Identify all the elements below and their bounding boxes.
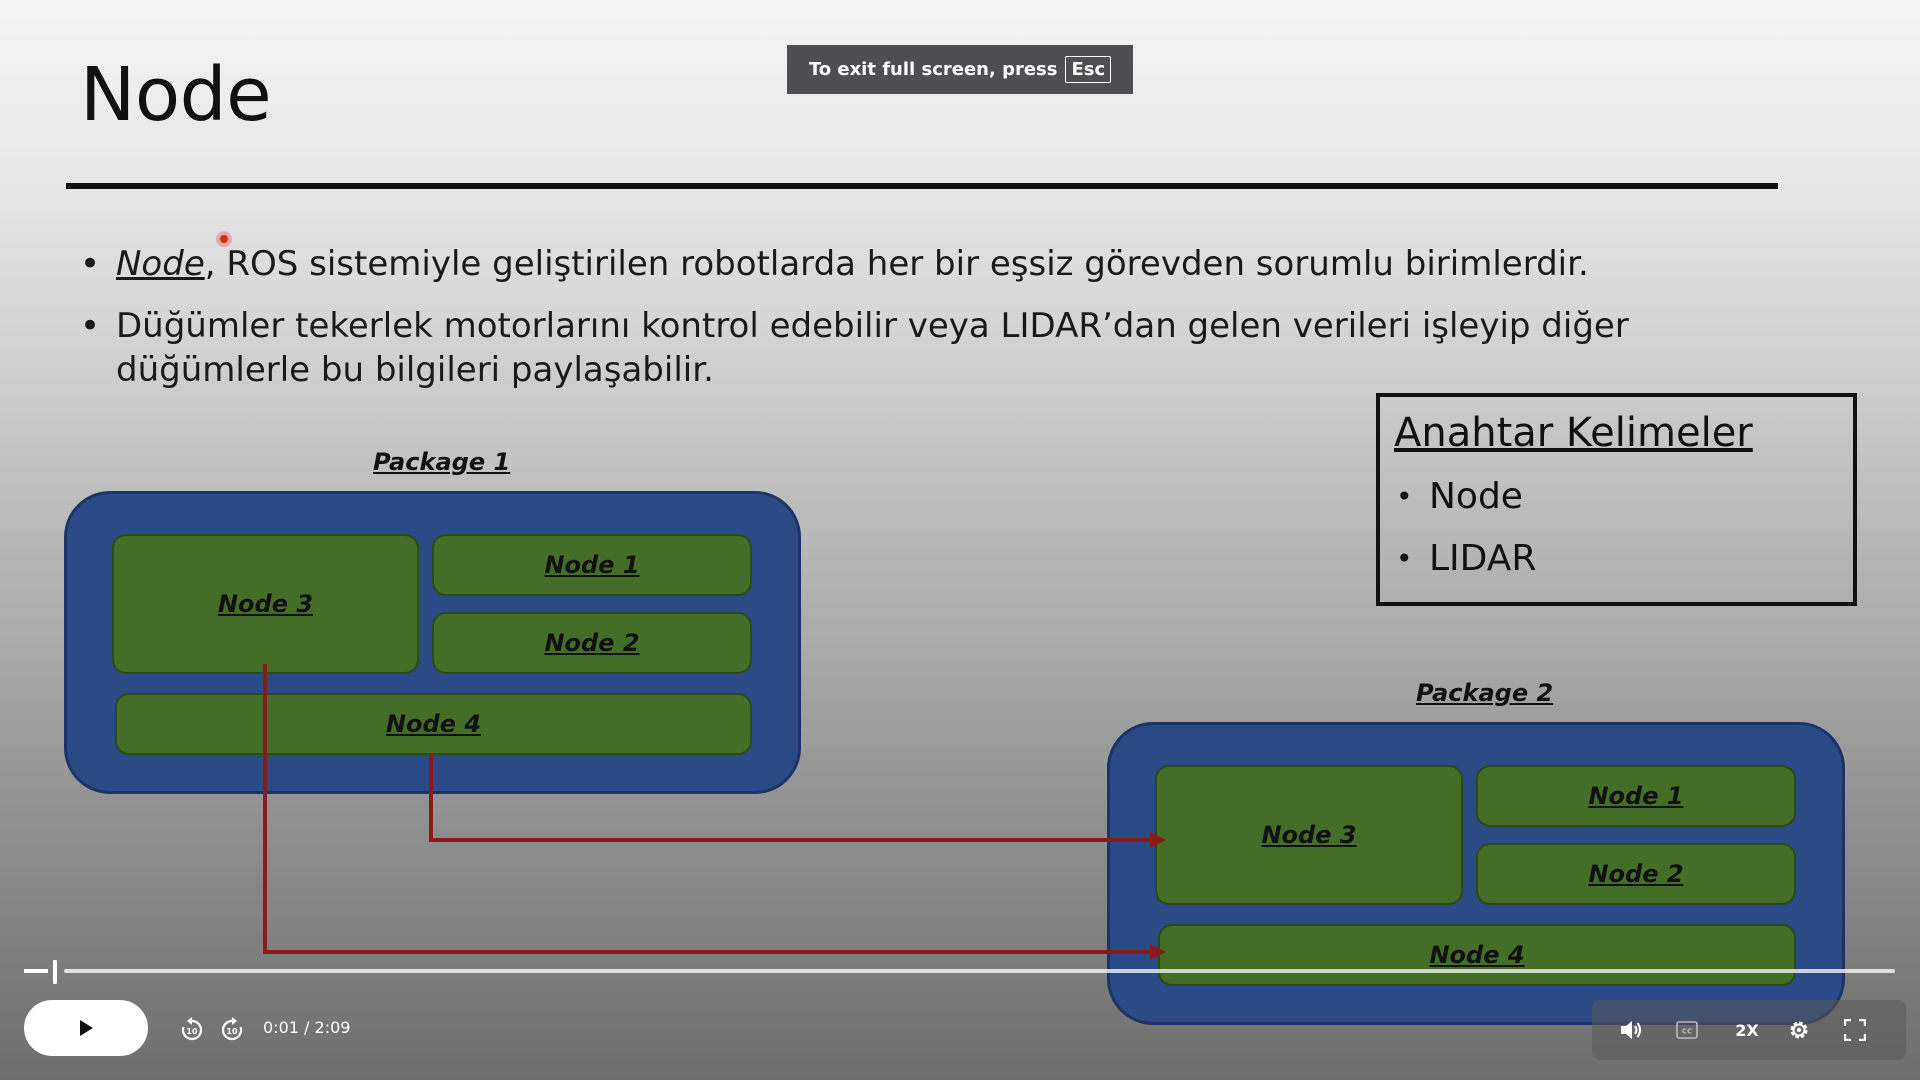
fullscreen-toast: To exit full screen, press Esc: [787, 45, 1133, 94]
node-label: Node 4: [1429, 941, 1525, 969]
speed-label: 2X: [1735, 1020, 1759, 1040]
package-2-label: Package 2: [1416, 679, 1554, 707]
progress-played[interactable]: [24, 969, 48, 973]
rewind-10-icon: 10: [181, 1017, 203, 1041]
svg-text:CC: CC: [1682, 1028, 1692, 1036]
package-1-label: Package 1: [373, 448, 511, 476]
esc-key-badge: Esc: [1065, 56, 1112, 83]
volume-button[interactable]: [1616, 1016, 1646, 1044]
captions-button[interactable]: CC: [1672, 1016, 1702, 1044]
keyword-item: • LIDAR: [1394, 537, 1839, 581]
progress-track[interactable]: [64, 969, 1895, 973]
bullet-item: • Düğümler tekerlek motorlarını kontrol …: [78, 304, 1818, 392]
fullscreen-exit-button[interactable]: [1840, 1016, 1870, 1044]
package-1-node-1: Node 1: [432, 534, 752, 596]
progress-handle[interactable]: [53, 960, 57, 984]
bullet-glyph: •: [80, 306, 101, 346]
playback-speed-button[interactable]: 2X: [1726, 1016, 1768, 1044]
captions-icon: CC: [1676, 1021, 1698, 1039]
forward-10-button[interactable]: 10: [218, 1016, 246, 1044]
play-button[interactable]: [24, 1000, 148, 1056]
watermark: [1908, 1054, 1912, 1070]
package-1-node-3: Node 3: [112, 534, 419, 674]
volume-icon: [1621, 1021, 1641, 1039]
forward-10-icon: 10: [221, 1017, 243, 1041]
node-label: Node 2: [1588, 860, 1684, 888]
node-label: Node 3: [1261, 821, 1357, 849]
right-controls: CC 2X: [1592, 1000, 1906, 1060]
keyword-text: LIDAR: [1429, 538, 1537, 579]
bullet-lead-term: Node: [116, 244, 205, 284]
bullet-glyph: •: [80, 244, 101, 284]
keywords-box: Anahtar Kelimeler • Node • LIDAR: [1376, 393, 1857, 606]
slide-title: Node: [80, 52, 272, 138]
bullet-list: • Node, ROS sistemiyle geliştirilen robo…: [78, 242, 1818, 410]
node-label: Node 1: [1588, 782, 1684, 810]
package-2-node-4: Node 4: [1158, 924, 1796, 986]
arrow-head: [1150, 944, 1166, 960]
current-time: 0:01: [263, 1018, 299, 1037]
package-2-node-1: Node 1: [1476, 765, 1796, 827]
arrow-head: [1150, 832, 1166, 848]
fullscreen-exit-icon: [1844, 1019, 1866, 1041]
keyword-item: • Node: [1394, 475, 1839, 519]
keyword-text: Node: [1429, 476, 1523, 517]
package-1-node-2: Node 2: [432, 612, 752, 674]
package-2-box: Node 3 Node 1 Node 2 Node 4: [1107, 722, 1845, 1025]
arrow-node4-to-node3: [429, 753, 1150, 842]
rewind-10-button[interactable]: 10: [178, 1016, 206, 1044]
title-rule: [66, 183, 1778, 189]
bullet-glyph: •: [1396, 542, 1413, 575]
toast-text: To exit full screen, press: [808, 59, 1058, 80]
bullet-item: • Node, ROS sistemiyle geliştirilen robo…: [78, 242, 1818, 286]
node-label: Node 2: [544, 629, 640, 657]
package-2-node-2: Node 2: [1476, 843, 1796, 905]
bullet-glyph: •: [1396, 480, 1413, 513]
package-1-node-4: Node 4: [115, 693, 752, 755]
package-1-box: Node 3 Node 1 Node 2 Node 4: [64, 491, 801, 794]
svg-text:10: 10: [226, 1027, 238, 1036]
node-label: Node 3: [217, 590, 314, 618]
arrow-node3-to-node4: [263, 664, 1150, 954]
bullet-text: , ROS sistemiyle geliştirilen robotlarda…: [204, 244, 1589, 284]
settings-icon: [1790, 1021, 1808, 1039]
duration: / 2:09: [304, 1018, 351, 1037]
time-display: 0:01 / 2:09: [263, 1018, 350, 1037]
node-label: Node 4: [385, 710, 482, 738]
play-icon: [80, 1020, 93, 1036]
settings-button[interactable]: [1784, 1016, 1814, 1044]
bullet-text: Düğümler tekerlek motorlarını kontrol ed…: [116, 306, 1629, 390]
keywords-title: Anahtar Kelimeler: [1394, 410, 1753, 456]
laser-pointer-dot: [218, 233, 230, 245]
svg-text:10: 10: [186, 1027, 198, 1036]
node-label: Node 1: [544, 551, 640, 579]
